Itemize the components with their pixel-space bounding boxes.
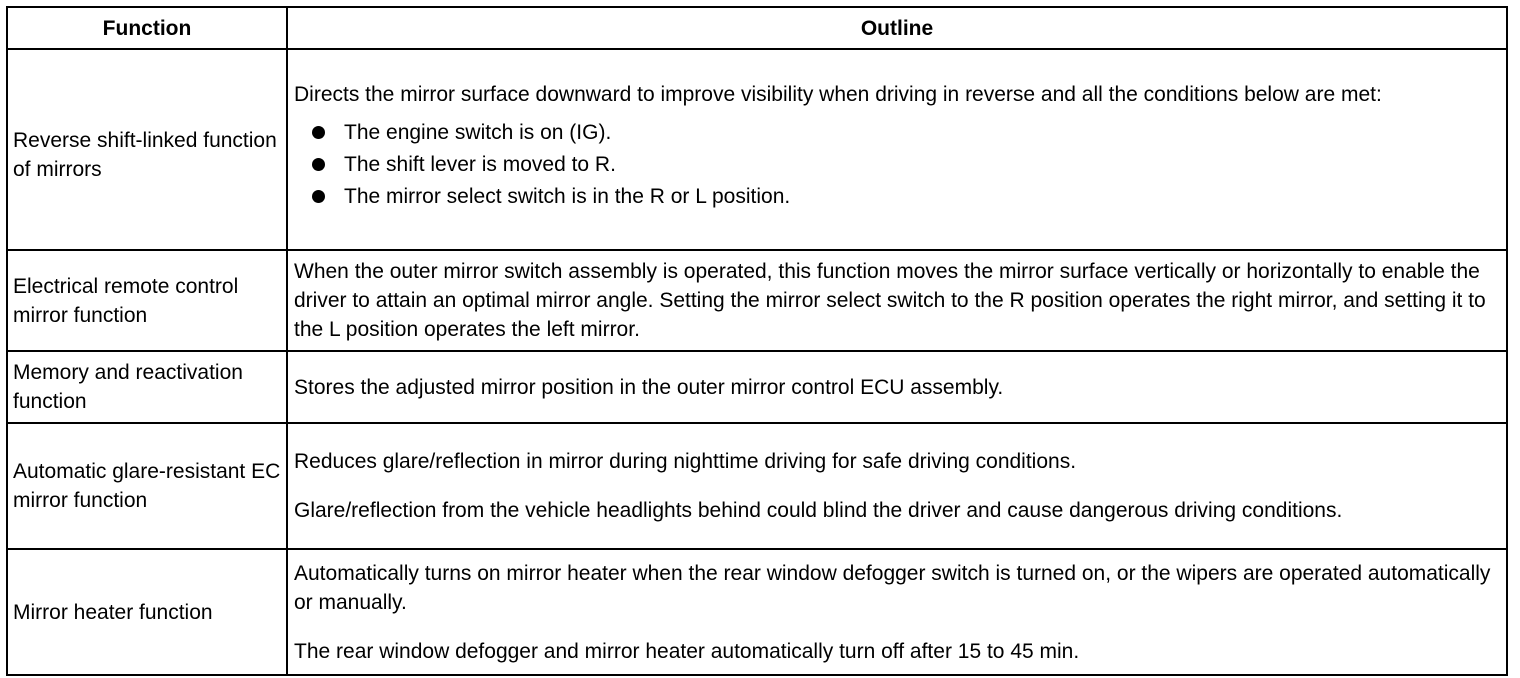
outline-paragraph: Stores the adjusted mirror position in t…: [294, 375, 1004, 399]
list-item-text: The shift lever is moved to R.: [344, 153, 616, 176]
table-row: Reverse shift-linked function of mirrors…: [6, 48, 1508, 251]
outline-paragraph: When the outer mirror switch assembly is…: [294, 260, 1486, 341]
bullet-icon: [312, 158, 325, 171]
list-item: The shift lever is moved to R.: [312, 149, 1498, 181]
outline-cell: When the outer mirror switch assembly is…: [286, 249, 1508, 352]
function-cell: Electrical remote control mirror functio…: [6, 249, 288, 352]
outline-cell: Automatically turns on mirror heater whe…: [286, 548, 1508, 676]
outline-paragraph: Glare/reflection from the vehicle headli…: [294, 499, 1343, 522]
function-outline-table-container: Function Outline Reverse shift-linked fu…: [6, 6, 1508, 676]
function-name: Automatic glare-resistant EC mirror func…: [13, 460, 281, 512]
function-outline-table: Function Outline Reverse shift-linked fu…: [6, 6, 1508, 676]
table-row: Memory and reactivation function Stores …: [6, 350, 1508, 424]
list-item: The engine switch is on (IG).: [312, 117, 1498, 149]
table-row: Automatic glare-resistant EC mirror func…: [6, 422, 1508, 550]
function-name: Mirror heater function: [13, 600, 213, 624]
bullet-icon: [312, 190, 325, 203]
outline-paragraph: Automatically turns on mirror heater whe…: [294, 561, 1491, 614]
list-item-text: The engine switch is on (IG).: [344, 121, 612, 144]
function-cell: Mirror heater function: [6, 548, 288, 676]
outline-paragraph: Reduces glare/reflection in mirror durin…: [294, 450, 1077, 473]
header-outline: Outline: [286, 6, 1508, 50]
function-cell: Memory and reactivation function: [6, 350, 288, 424]
table-header-row: Function Outline: [6, 6, 1508, 50]
function-name: Reverse shift-linked function of mirrors: [13, 128, 277, 181]
list-item-text: The mirror select switch is in the R or …: [344, 185, 791, 208]
outline-cell: Reduces glare/reflection in mirror durin…: [286, 422, 1508, 550]
bullet-icon: [312, 126, 325, 139]
header-function: Function: [6, 6, 288, 50]
outline-cell: Directs the mirror surface downward to i…: [286, 48, 1508, 251]
table-row: Electrical remote control mirror functio…: [6, 249, 1508, 352]
list-item: The mirror select switch is in the R or …: [312, 181, 1498, 213]
table-row: Mirror heater function Automatically tur…: [6, 548, 1508, 676]
outline-paragraph: Directs the mirror surface downward to i…: [294, 83, 1382, 106]
function-name: Memory and reactivation function: [13, 361, 243, 413]
function-cell: Reverse shift-linked function of mirrors: [6, 48, 288, 251]
outline-paragraph: The rear window defogger and mirror heat…: [294, 639, 1080, 663]
outline-cell: Stores the adjusted mirror position in t…: [286, 350, 1508, 424]
function-name: Electrical remote control mirror functio…: [13, 274, 239, 327]
condition-list: The engine switch is on (IG). The shift …: [294, 117, 1498, 213]
function-cell: Automatic glare-resistant EC mirror func…: [6, 422, 288, 550]
